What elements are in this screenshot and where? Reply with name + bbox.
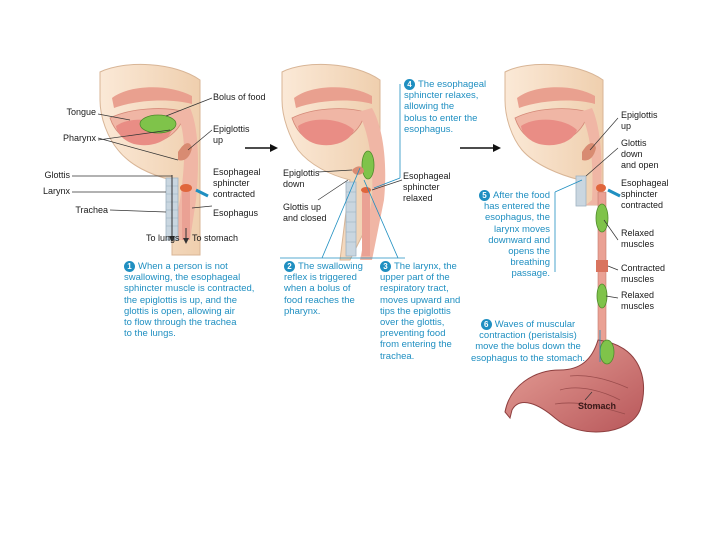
label-stomach: Stomach (578, 401, 617, 411)
label-to-stomach: To stomach (192, 233, 239, 243)
label-bolus: Bolus of food (213, 92, 266, 102)
step-5-number: 5 (478, 190, 490, 201)
panel-3-callout-lines (554, 179, 601, 362)
step-3-text: The larynx, the upper part of the respir… (380, 261, 461, 362)
label-esophagus: Esophagus (213, 208, 259, 218)
step-3-number: 3 (380, 261, 391, 272)
panel-3-leaders (584, 117, 619, 401)
label-pharynx: Pharynx (62, 133, 96, 143)
step-6-number: 6 (480, 319, 492, 330)
panel-3-head (504, 64, 621, 207)
label-sphincter-contracted-3: Esophageal sphincter contracted (621, 178, 669, 210)
panel-2-head (281, 64, 386, 261)
stomach-shape (504, 339, 644, 433)
label-trachea: Trachea (75, 205, 108, 215)
panel-2-callout-lines (280, 84, 405, 259)
step-4-number: 4 (404, 79, 415, 90)
panel-3-esophagus (595, 191, 609, 371)
label-epiglottis-up: Epiglottis up (213, 124, 250, 145)
label-epiglottis-up-3: Epiglottis up (621, 110, 658, 131)
label-relaxed-muscles-1: Relaxed muscles (621, 228, 655, 249)
step-1-text: When a person is not swallowing, the eso… (124, 261, 255, 340)
label-sphincter-contracted-1: Esophageal sphincter contracted (213, 167, 261, 199)
label-glottis-up-closed: Glottis up and closed (283, 202, 327, 223)
bolus-shape (139, 114, 177, 134)
step-1-number: 1 (124, 261, 135, 272)
label-epiglottis-down: Epiglottis down (283, 168, 320, 189)
label-contracted-muscles: Contracted muscles (621, 263, 666, 284)
label-glottis-down-open: Glottis down and open (621, 138, 659, 170)
panel-2-leaders (317, 169, 403, 201)
transition-arrow-1 (245, 144, 278, 152)
label-larynx: Larynx (42, 186, 70, 196)
label-glottis: Glottis (44, 170, 70, 180)
panel-1-leaders (72, 97, 213, 213)
step-2-text: The swallowing reflex is triggered when … (284, 261, 363, 317)
step-5-text: After the food has entered the esophagus… (483, 190, 550, 280)
transition-arrow-2 (460, 144, 501, 152)
step-4-text: The esophageal sphincter relaxes, allowi… (404, 79, 487, 135)
panel-1-head (99, 64, 209, 256)
label-relaxed-muscles-2: Relaxed muscles (621, 290, 655, 311)
step-2-number: 2 (284, 261, 295, 272)
label-to-lungs: To lungs (146, 233, 180, 243)
label-sphincter-relaxed: Esophageal sphincter relaxed (403, 171, 451, 203)
step-6-text: Waves of muscular contraction (peristals… (470, 319, 586, 364)
label-tongue: Tongue (66, 107, 96, 117)
